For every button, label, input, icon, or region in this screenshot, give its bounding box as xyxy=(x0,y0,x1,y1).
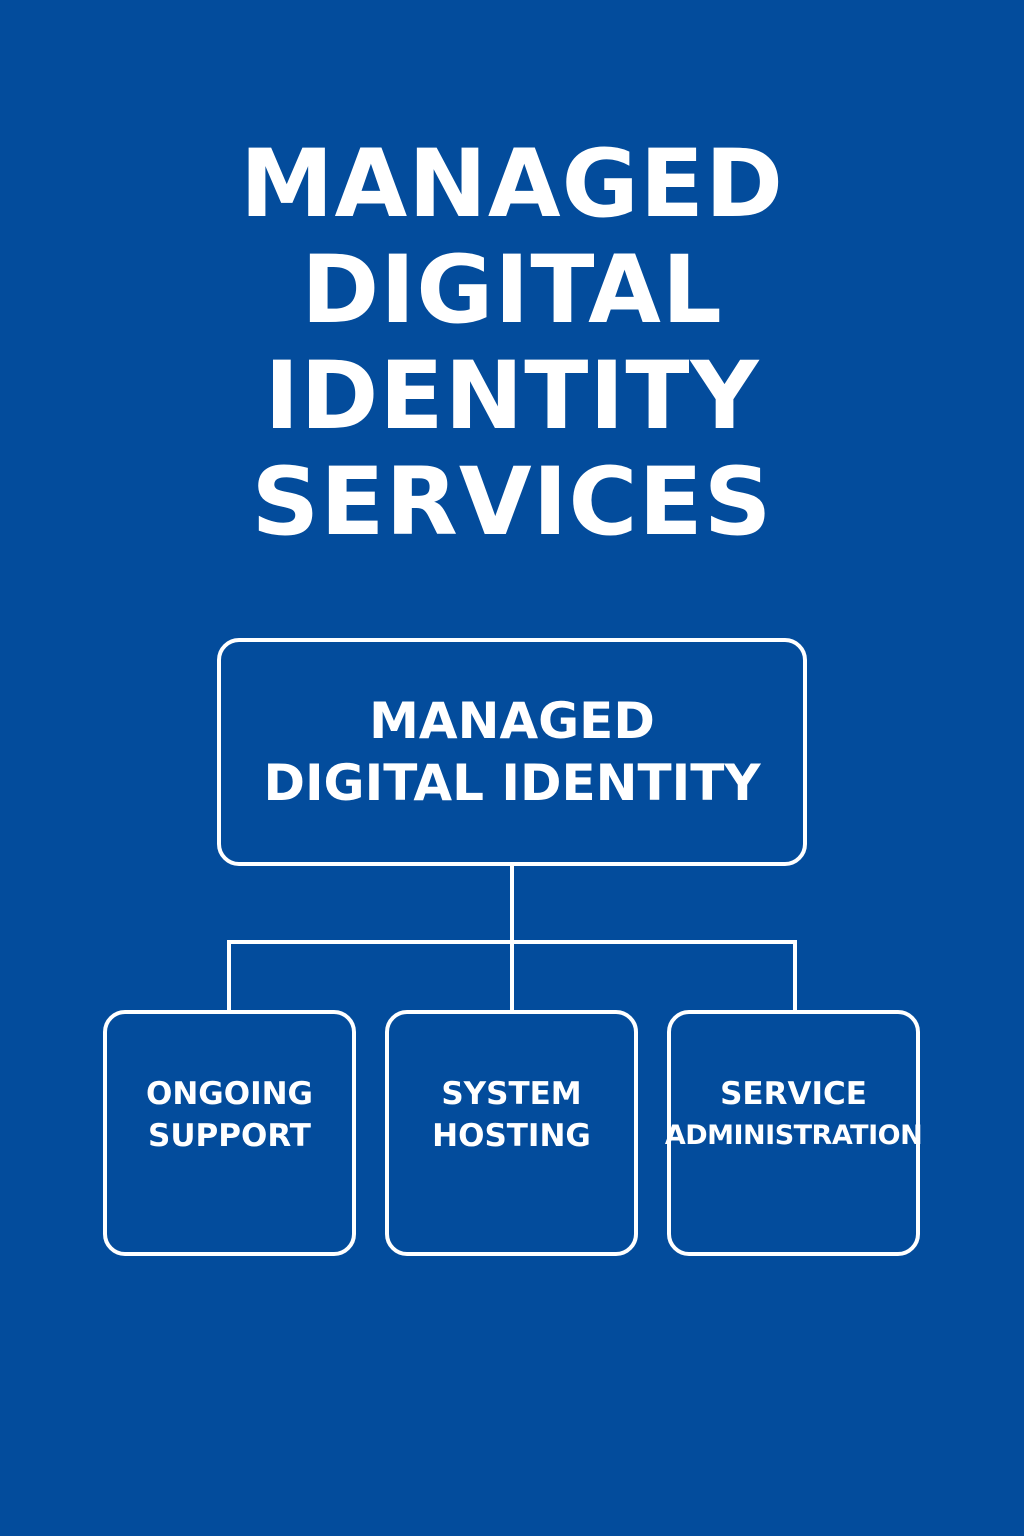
child-node-label-line-1: SERVICE xyxy=(720,1076,867,1112)
page-title-line-3: IDENTITY xyxy=(264,342,760,451)
child-node-label-line-1: SYSTEM xyxy=(441,1076,582,1112)
child-node-label-line-2: ADMINISTRATION xyxy=(664,1120,923,1151)
root-node-managed-digital-identity: MANAGED DIGITAL IDENTITY xyxy=(217,638,807,866)
page-title: MANAGED DIGITAL IDENTITY SERVICES xyxy=(0,132,1024,556)
root-node-label-line-2: DIGITAL IDENTITY xyxy=(263,754,761,812)
page-title-line-1: MANAGED xyxy=(239,130,785,239)
child-node-label-line-2: SUPPORT xyxy=(148,1118,311,1154)
child-node-ongoing-support: ONGOING SUPPORT xyxy=(103,1010,356,1256)
child-node-service-administration: SERVICE ADMINISTRATION xyxy=(664,1010,923,1256)
page-title-line-4: SERVICES xyxy=(251,448,773,557)
child-node-label-line-2: HOSTING xyxy=(432,1118,591,1154)
child-node-label-line-1: ONGOING xyxy=(145,1076,314,1112)
root-node-label-line-1: MANAGED xyxy=(369,692,655,750)
child-node-system-hosting: SYSTEM HOSTING xyxy=(385,1010,638,1256)
page-title-line-2: DIGITAL xyxy=(301,236,723,345)
